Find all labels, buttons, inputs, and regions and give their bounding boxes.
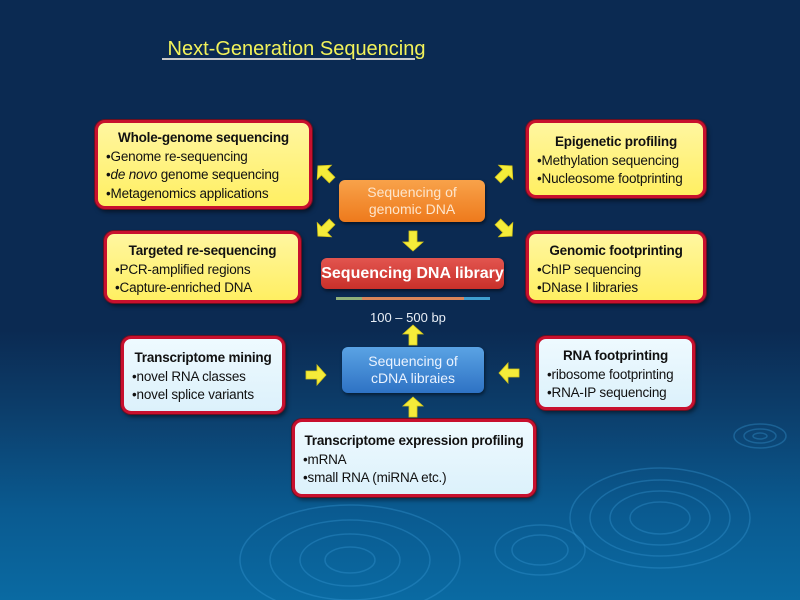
node-line: genomic DNA xyxy=(368,201,456,217)
card-whole-genome-sequencing: Whole-genome sequencing Genome re-sequen… xyxy=(95,120,312,209)
card-heading: Targeted re-sequencing xyxy=(128,243,277,258)
scale-segment xyxy=(336,297,362,300)
card-targeted-resequencing: Targeted re-sequencing PCR-amplified reg… xyxy=(104,231,301,303)
arrow-to-genomic-footprinting-icon xyxy=(489,213,520,244)
list-item: Nucleosome footprinting xyxy=(537,170,695,189)
card-heading: Transcriptome expression profiling xyxy=(304,433,524,448)
list-item: DNase I libraries xyxy=(537,279,695,298)
card-transcriptome-expression-profiling: Transcriptome expression profiling mRNA … xyxy=(292,419,536,497)
scale-segment xyxy=(464,297,490,300)
list-item: ChIP sequencing xyxy=(537,261,695,280)
list-item: Methylation sequencing xyxy=(537,152,695,171)
arrow-mining-to-cdna-icon xyxy=(305,364,327,386)
card-genomic-footprinting: Genomic footprinting ChIP sequencing DNa… xyxy=(526,231,706,303)
page-title: Next-Generation Sequencing xyxy=(162,38,426,60)
card-heading: Epigenetic profiling xyxy=(554,134,677,149)
card-heading: Genomic footprinting xyxy=(549,243,683,258)
node-line: Sequencing of xyxy=(368,353,458,369)
node-line: cDNA libraies xyxy=(370,370,456,386)
list-item: Capture-enriched DNA xyxy=(115,279,290,298)
fragment-size-label: 100 – 500 bp xyxy=(370,310,446,325)
card-heading: Whole-genome sequencing xyxy=(118,130,289,145)
card-rna-footprinting: RNA footprinting ribosome footprinting R… xyxy=(536,336,695,410)
node-line: Sequencing of xyxy=(367,184,457,200)
arrow-genomic-to-library-icon xyxy=(402,230,424,252)
card-transcriptome-mining: Transcriptome mining novel RNA classes n… xyxy=(121,336,285,414)
node-label: Sequencing DNA library xyxy=(321,265,504,282)
arrow-cdna-to-library-icon xyxy=(402,324,424,346)
list-item: novel RNA classes xyxy=(132,368,274,387)
scale-segment xyxy=(362,297,464,300)
list-item: ribosome footprinting xyxy=(547,366,684,385)
list-item: Metagenomics applications xyxy=(106,185,301,204)
card-epigenetic-profiling: Epigenetic profiling Methylation sequenc… xyxy=(526,120,706,198)
node-sequencing-dna-library: Sequencing DNA library xyxy=(321,258,504,289)
list-item: PCR-amplified regions xyxy=(115,261,290,280)
list-item: mRNA xyxy=(303,451,525,470)
list-item: Genome re-sequencing xyxy=(106,148,301,167)
card-heading: RNA footprinting xyxy=(562,348,669,363)
arrow-expression-to-cdna-icon xyxy=(402,396,424,418)
arrow-to-epigenetic-icon xyxy=(489,157,520,188)
arrow-to-targeted-icon xyxy=(309,213,340,244)
arrow-rna-footprinting-to-cdna-icon xyxy=(498,362,520,384)
list-item: small RNA (miRNA etc.) xyxy=(303,469,525,488)
node-sequencing-cdna-libraries: Sequencing of cDNA libraies xyxy=(342,347,484,393)
list-item: novel splice variants xyxy=(132,386,274,405)
arrow-to-whole-genome-icon xyxy=(309,157,340,188)
list-item: de novo genome sequencing xyxy=(106,166,301,185)
card-heading: Transcriptome mining xyxy=(134,350,272,365)
list-item: RNA-IP sequencing xyxy=(547,384,684,403)
fragment-size-bar xyxy=(336,297,490,300)
node-sequencing-genomic-dna: Sequencing of genomic DNA xyxy=(339,180,485,222)
